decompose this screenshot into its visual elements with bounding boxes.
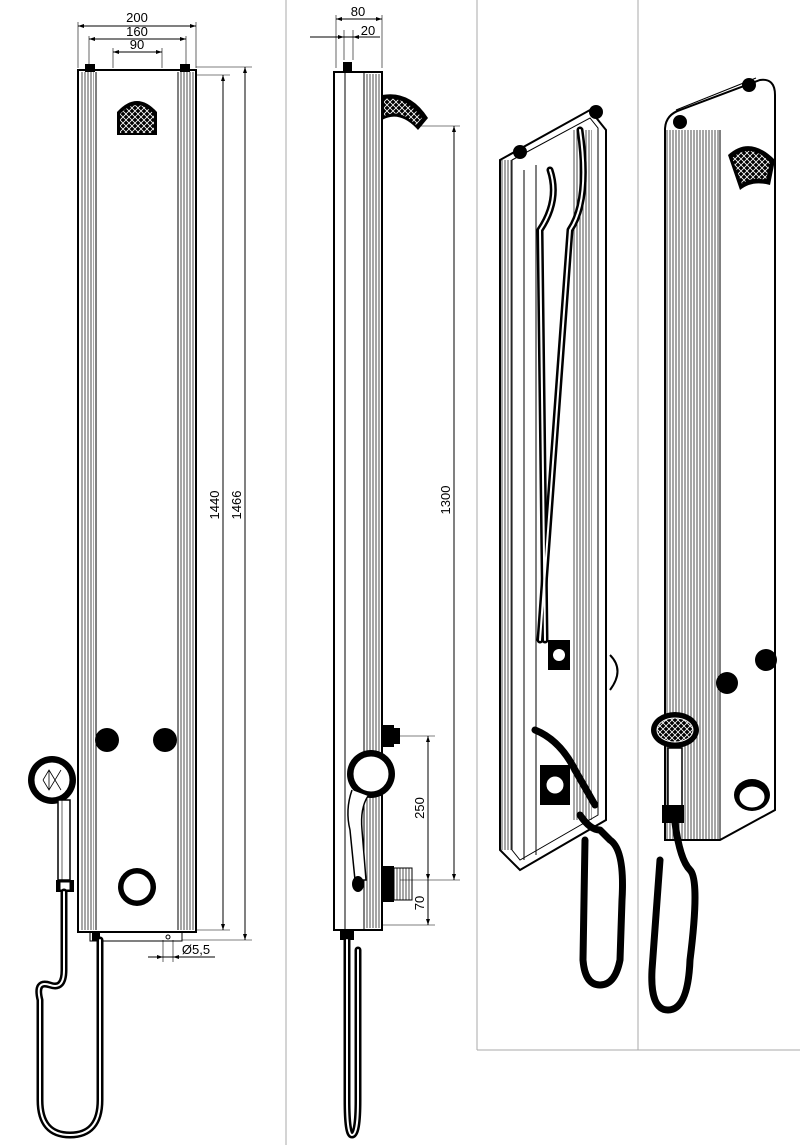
dim-1440-label: 1440 [207, 491, 222, 520]
iso-back-hose [576, 811, 626, 989]
iso-valve-cluster-icon [531, 640, 599, 809]
dim-hole-label: Ø5,5 [182, 942, 210, 957]
hand-shower-icon [28, 756, 76, 892]
side-hand-shower-icon [347, 750, 395, 892]
dim-250-label: 250 [412, 797, 427, 819]
iso-cap-right [589, 105, 603, 119]
dim-70-label: 70 [412, 896, 427, 910]
front-top-dimensions [77, 22, 197, 68]
view-dividers [285, 0, 800, 1145]
knob-left-icon [95, 728, 119, 752]
push-button-icon [118, 868, 156, 906]
side-hose [343, 936, 362, 1139]
head-shower-icon [117, 101, 157, 135]
front-right-ribs [180, 72, 194, 930]
dim-20-label: 20 [361, 23, 375, 38]
iso-back-view [499, 105, 626, 989]
side-push-button-icon [382, 866, 413, 902]
front-view [28, 22, 252, 1139]
iso-hand-shower-icon [651, 712, 699, 823]
iso-knob-right-icon [755, 649, 777, 671]
iso-cap-left [513, 145, 527, 159]
front-left-ribs [80, 72, 94, 930]
iso-front-cap-left [673, 115, 687, 129]
iso-push-button-icon [734, 779, 770, 811]
iso-head-shower-icon [728, 146, 775, 190]
dim-160-label: 160 [126, 24, 148, 39]
iso-front-cap-right [742, 78, 756, 92]
iso-front-view [648, 77, 777, 1014]
dim-1466-label: 1466 [229, 491, 244, 520]
bottom-bracket [89, 931, 183, 942]
dim-200-label: 200 [126, 10, 148, 25]
iso-front-hose [648, 819, 699, 1014]
dim-1300-label: 1300 [438, 486, 453, 515]
side-head-shower-icon [382, 94, 428, 130]
side-view [310, 15, 460, 1139]
knob-right-icon [153, 728, 177, 752]
side-top-cap [343, 62, 352, 72]
side-height-dimensions [382, 125, 460, 926]
top-cap-right [180, 64, 190, 72]
side-top-dimensions [310, 15, 383, 68]
front-height-dimensions [182, 66, 252, 941]
side-panel-outline [333, 71, 383, 931]
front-hole-dimension [148, 940, 215, 962]
dim-80-label: 80 [351, 4, 365, 19]
dim-90-label: 90 [130, 37, 144, 52]
iso-knob-left-icon [716, 672, 738, 694]
side-valve-icon [382, 725, 394, 747]
top-cap-left [85, 64, 95, 72]
